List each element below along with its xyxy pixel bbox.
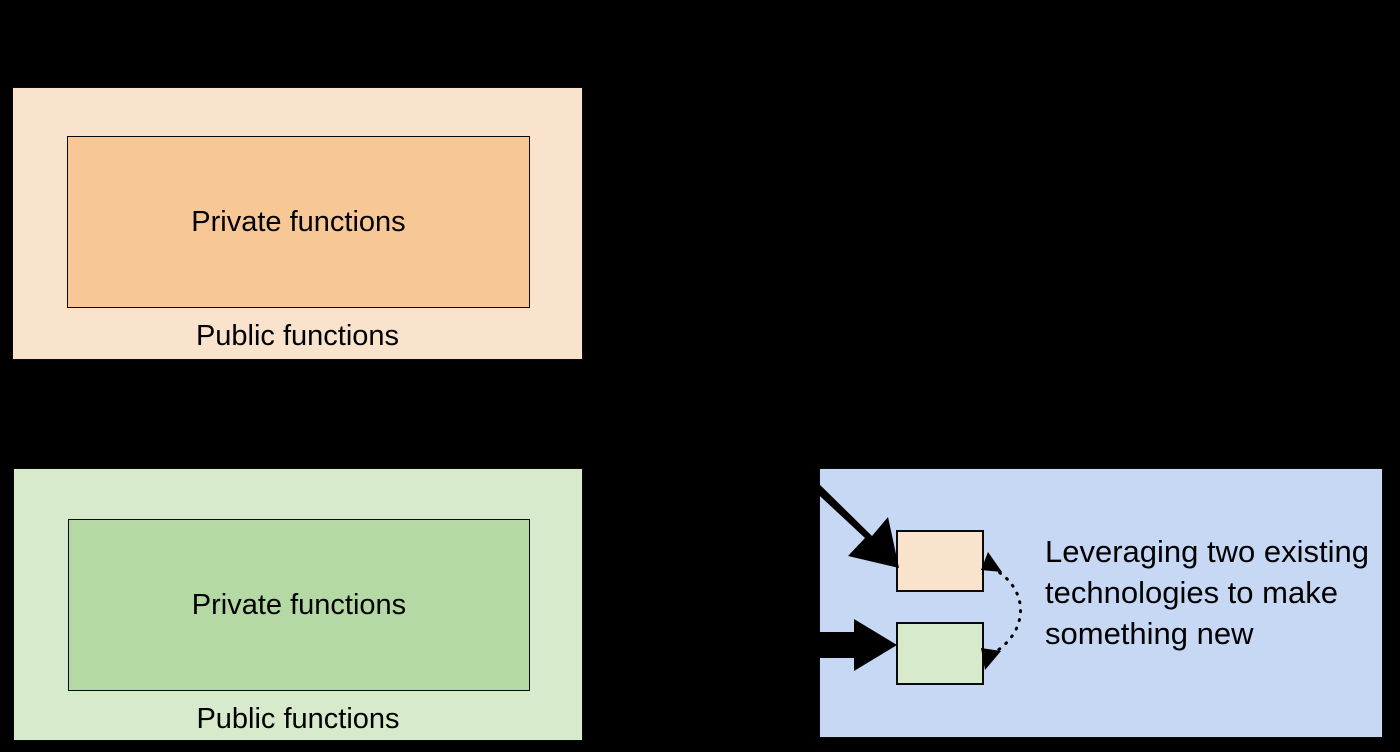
mini-green-module-box (896, 622, 984, 685)
green-private-functions-label: Private functions (191, 588, 407, 621)
mini-orange-module-box (896, 530, 984, 592)
combination-annotation-text: Leveraging two existing technologies to … (1045, 534, 1369, 651)
orange-module: Private functions Public functions (12, 87, 583, 360)
green-public-functions-label: Public functions (196, 703, 400, 735)
green-module: Private functions Public functions (13, 468, 583, 741)
orange-private-functions-label: Private functions (191, 205, 406, 238)
blue-combination-panel: Leveraging two existing technologies to … (819, 468, 1383, 738)
orange-private-functions-box: Private functions (67, 136, 530, 308)
green-private-functions-box: Private functions (68, 519, 530, 691)
orange-public-functions-label: Public functions (195, 320, 400, 352)
